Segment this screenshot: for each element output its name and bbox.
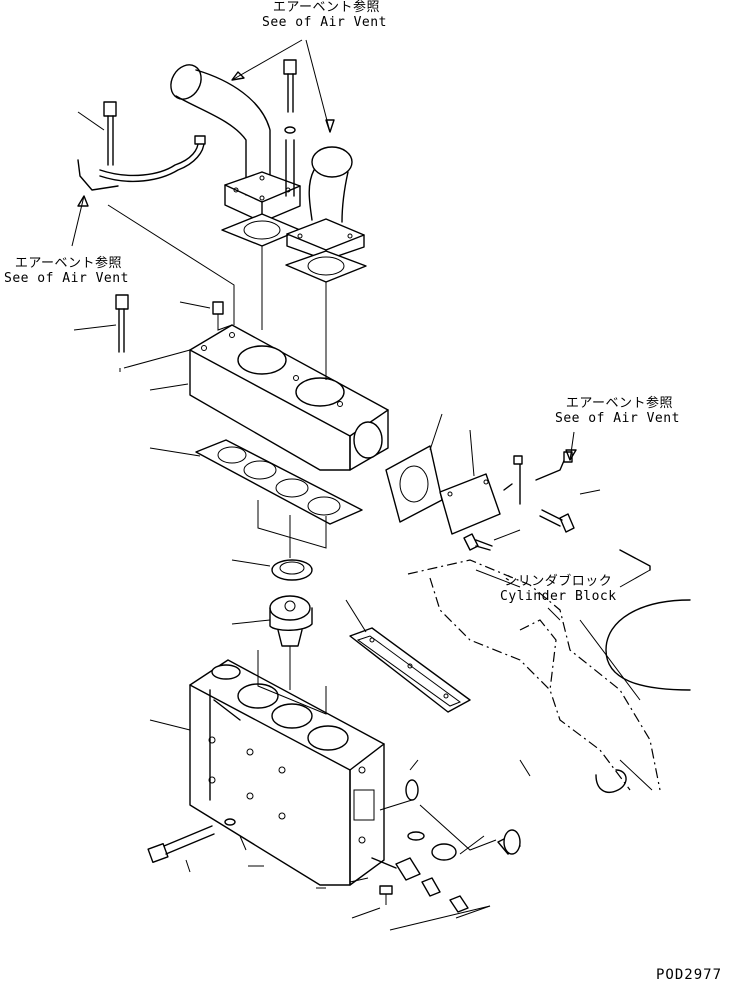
callout-air-vent-left: エアーベント参照 See of Air Vent [4, 256, 129, 286]
callout-air-vent-left-en: See of Air Vent [4, 271, 129, 286]
left-elbow-gasket [221, 213, 301, 247]
callout-air-vent-left-ja: エアーベント参照 [14, 256, 123, 271]
exhaust-manifold [189, 324, 389, 471]
cylinder-block-outline [407, 549, 691, 793]
elbow-bolt [283, 59, 297, 197]
callout-air-vent-top-ja: エアーベント参照 [272, 0, 381, 15]
oil-cooler-gasket [349, 627, 471, 713]
manifold-stud-bolt [115, 294, 233, 372]
drawing-code: POD2977 [656, 967, 723, 983]
housing-long-bolt [147, 818, 236, 864]
callout-cylinder-block-ja: シリンダブロック [504, 574, 613, 589]
thermostat-housing [189, 650, 385, 886]
right-elbow-gasket [285, 250, 367, 283]
square-gasket [385, 445, 443, 523]
callout-air-vent-right-ja: エアーベント参照 [565, 396, 674, 411]
left-exhaust-elbow [170, 64, 301, 223]
sensor-bolt-with-wire [77, 101, 206, 191]
water-plug [407, 831, 457, 861]
callout-cylinder-block: シリンダブロック Cylinder Block [500, 574, 617, 604]
temperature-sensor [371, 857, 469, 913]
manifold-gasket [195, 439, 363, 549]
cover-plate [439, 473, 501, 535]
callout-air-vent-right: エアーベント参照 See of Air Vent [555, 396, 680, 426]
thermostat [269, 595, 313, 690]
callout-air-vent-right-en: See of Air Vent [555, 411, 680, 426]
callout-arrows [71, 39, 651, 621]
drain-plug-right [419, 804, 521, 855]
callout-air-vent-top-en: See of Air Vent [262, 15, 387, 30]
plug-small [379, 779, 419, 811]
right-exhaust-elbow [286, 146, 365, 261]
callout-cylinder-block-en: Cylinder Block [500, 589, 617, 604]
assembly-lines-top [107, 204, 327, 380]
leader-lines [73, 111, 601, 931]
cover-bolts [463, 451, 575, 551]
callout-air-vent-top: エアーベント参照 See of Air Vent [262, 0, 387, 30]
seal-ring [271, 515, 313, 581]
